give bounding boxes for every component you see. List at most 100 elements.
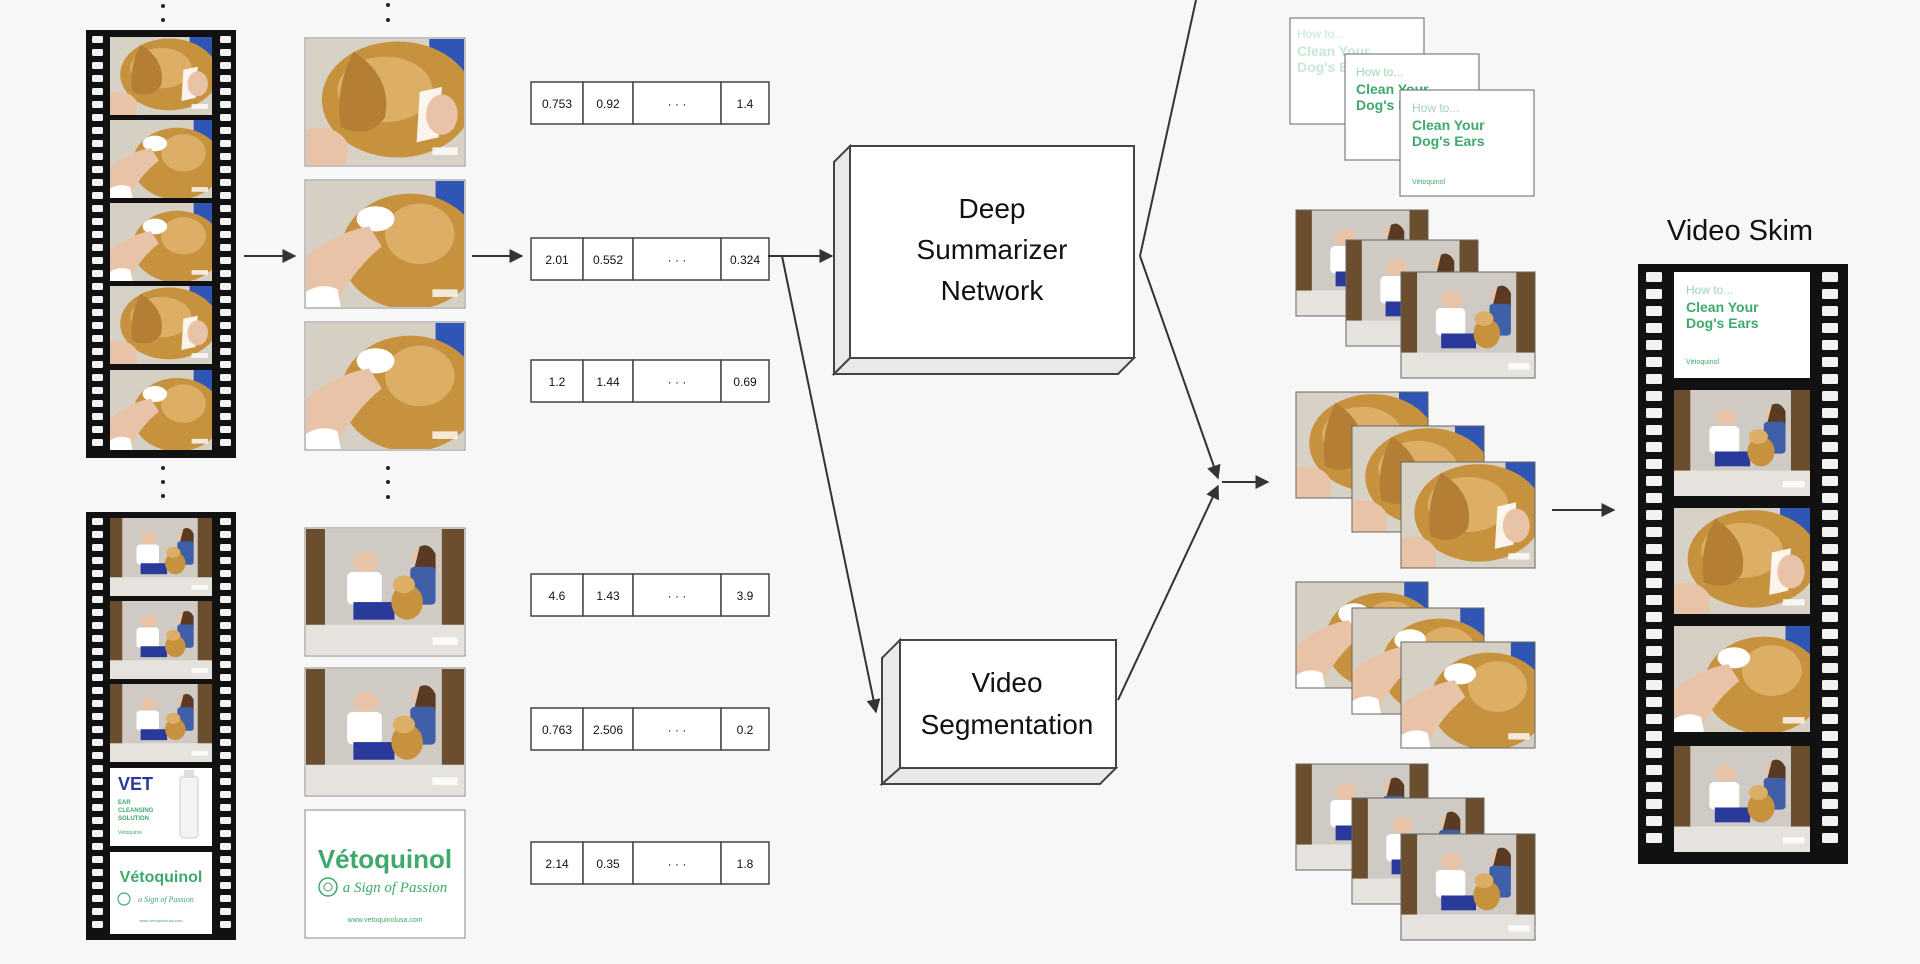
sprocket-hole bbox=[1822, 816, 1838, 826]
vector-value: 0.324 bbox=[730, 253, 760, 267]
card-text: How to... bbox=[1686, 283, 1733, 297]
sprocket-hole bbox=[1646, 646, 1662, 656]
card-text: Dog's Ears bbox=[1412, 133, 1485, 149]
sprocket-hole bbox=[92, 869, 103, 876]
vector-value: 0.2 bbox=[737, 723, 754, 737]
sprocket-hole bbox=[1822, 374, 1838, 384]
vector-cell bbox=[632, 841, 722, 885]
product-line: CLEANSING bbox=[118, 808, 154, 814]
sprocket-hole bbox=[220, 661, 231, 668]
video-segmentation-box: Video Segmentation bbox=[879, 637, 1119, 787]
sprocket-hole bbox=[1646, 374, 1662, 384]
sprocket-hole bbox=[220, 583, 231, 590]
sprocket-hole bbox=[1646, 731, 1662, 741]
segment-vet-group-2 bbox=[1295, 763, 1536, 941]
vector-cell bbox=[530, 707, 584, 751]
filmstrip-sprockets bbox=[92, 518, 231, 928]
sprocket-hole bbox=[92, 270, 103, 277]
sprocket-hole bbox=[220, 296, 231, 303]
card-brand: Vétoquinol bbox=[1686, 359, 1720, 366]
filmstrip-sprockets bbox=[1646, 272, 1838, 843]
sprocket-hole bbox=[92, 713, 103, 720]
sprocket-hole bbox=[92, 387, 103, 394]
sprocket-hole bbox=[92, 400, 103, 407]
sprocket-hole bbox=[220, 518, 231, 525]
sprocket-hole bbox=[1822, 646, 1838, 656]
sprocket-hole bbox=[220, 231, 231, 238]
sprocket-hole bbox=[220, 791, 231, 798]
sprocket-hole bbox=[92, 322, 103, 329]
sprocket-hole bbox=[220, 218, 231, 225]
logo-card: Vétoquinol a Sign of Passion www.vetoqui… bbox=[304, 809, 466, 939]
sprocket-hole bbox=[92, 674, 103, 681]
sprocket-hole bbox=[92, 570, 103, 577]
sprocket-hole bbox=[1822, 425, 1838, 435]
sprocket-hole bbox=[220, 648, 231, 655]
product-line: EAR bbox=[118, 800, 131, 806]
sprocket-hole bbox=[92, 75, 103, 82]
logo-brand: Vétoquinol bbox=[318, 844, 452, 874]
sprocket-hole bbox=[92, 413, 103, 420]
sprocket-hole bbox=[92, 557, 103, 564]
sprocket-hole bbox=[220, 908, 231, 915]
sprocket-hole bbox=[220, 817, 231, 824]
vector-value: 1.43 bbox=[596, 589, 620, 603]
vet-product-frame: VET EAR CLEANSING SOLUTION Vétoquinol bbox=[110, 768, 212, 846]
vector-cell bbox=[632, 359, 722, 403]
sprocket-hole bbox=[92, 231, 103, 238]
sprocket-hole bbox=[92, 439, 103, 446]
sprocket-hole bbox=[1646, 595, 1662, 605]
card-text: Dog's Ears bbox=[1686, 315, 1759, 331]
vector-ellipsis: · · · bbox=[668, 857, 687, 871]
sprocket-hole bbox=[92, 62, 103, 69]
box-label: Network bbox=[941, 275, 1045, 306]
sprocket-hole bbox=[220, 778, 231, 785]
box-label: Deep bbox=[959, 193, 1026, 224]
vector-cell bbox=[582, 359, 634, 403]
vet-product-label: VET bbox=[118, 774, 153, 794]
sprocket-hole bbox=[92, 374, 103, 381]
segment-dog-group bbox=[1295, 391, 1536, 569]
sprocket-hole bbox=[1646, 289, 1662, 299]
sprocket-hole bbox=[1646, 748, 1662, 758]
vector-value: 3.9 bbox=[737, 589, 754, 603]
sprocket-hole bbox=[1646, 510, 1662, 520]
sprocket-hole bbox=[92, 609, 103, 616]
vector-value: 0.92 bbox=[596, 97, 620, 111]
card-brand: Vétoquinol bbox=[1412, 179, 1446, 186]
sprocket-hole bbox=[220, 309, 231, 316]
sprocket-hole bbox=[1822, 561, 1838, 571]
sprocket-hole bbox=[220, 361, 231, 368]
vector-cell bbox=[720, 573, 770, 617]
vector-ellipsis: · · · bbox=[668, 97, 687, 111]
sprocket-hole bbox=[92, 765, 103, 772]
sprocket-hole bbox=[92, 752, 103, 759]
sprocket-hole bbox=[92, 166, 103, 173]
sprocket-hole bbox=[92, 596, 103, 603]
vector-cell bbox=[632, 237, 722, 281]
sprocket-hole bbox=[1646, 476, 1662, 486]
sprocket-hole bbox=[92, 739, 103, 746]
sprocket-hole bbox=[92, 544, 103, 551]
sprocket-hole bbox=[92, 335, 103, 342]
sampled-frame bbox=[306, 529, 464, 655]
skim-frame bbox=[1674, 746, 1810, 852]
sprocket-hole bbox=[220, 413, 231, 420]
film-frame bbox=[110, 286, 218, 364]
sprocket-hole bbox=[220, 283, 231, 290]
vector-ellipsis: · · · bbox=[668, 253, 687, 267]
film-frame bbox=[110, 601, 212, 679]
filmstrip-sprockets bbox=[92, 36, 231, 446]
box-label: Segmentation bbox=[921, 709, 1094, 740]
sprocket-hole bbox=[1822, 272, 1838, 282]
sprocket-hole bbox=[220, 322, 231, 329]
box-label: Video bbox=[971, 667, 1042, 698]
vector-value: 0.552 bbox=[593, 253, 623, 267]
segment-title-cards: How to... Clean Your Dog's Ears How to..… bbox=[1289, 17, 1535, 197]
product-line: SOLUTION bbox=[118, 816, 149, 822]
film-frame bbox=[110, 518, 212, 596]
arrow-right-icon bbox=[781, 255, 881, 714]
sprocket-hole bbox=[1646, 340, 1662, 350]
